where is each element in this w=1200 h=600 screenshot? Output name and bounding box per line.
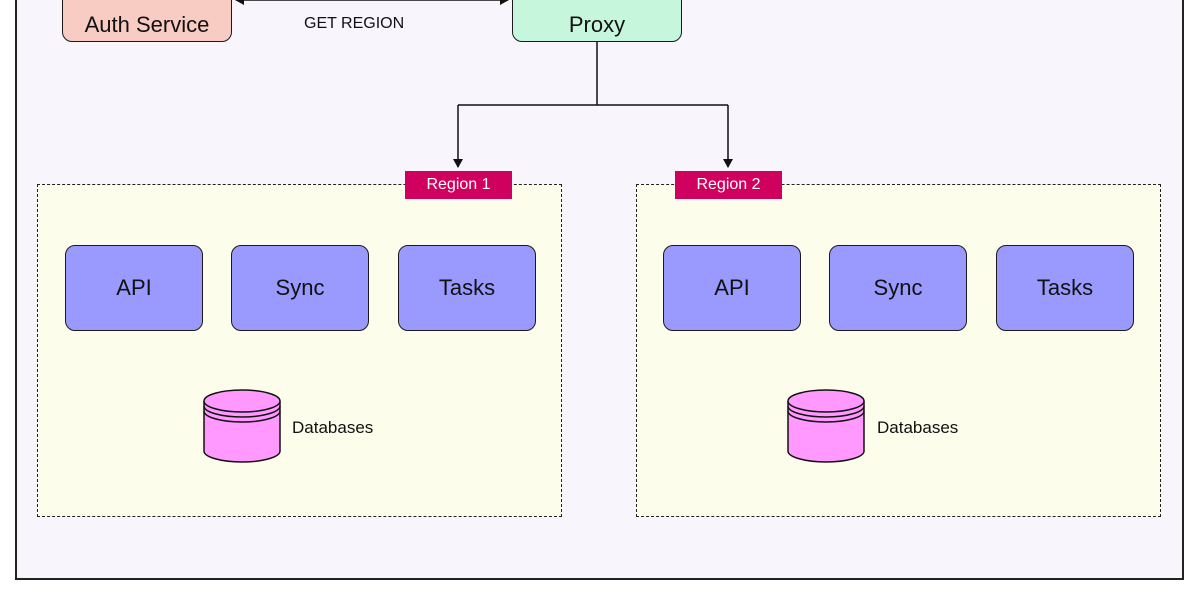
region-2-container bbox=[636, 184, 1161, 517]
region-2-label: Region 2 bbox=[696, 176, 761, 193]
region-1-tasks-node: Tasks bbox=[398, 245, 536, 331]
region-1-container bbox=[37, 184, 562, 517]
region-2-badge: Region 2 bbox=[675, 171, 782, 199]
service-label: API bbox=[116, 275, 152, 300]
service-label: Tasks bbox=[438, 275, 496, 300]
region-2-databases-label: Databases bbox=[877, 418, 959, 437]
service-label: API bbox=[714, 275, 750, 300]
region-1-databases-label: Databases bbox=[292, 418, 374, 437]
region-2-sync-node: Sync bbox=[829, 245, 967, 331]
region-1-sync-node: Sync bbox=[231, 245, 369, 331]
region-2-database-icon bbox=[787, 389, 865, 463]
proxy-label: Proxy bbox=[568, 12, 626, 37]
region-2-api-node: API bbox=[663, 245, 801, 331]
auth-service-node: Auth Service bbox=[62, 0, 232, 42]
region-1-badge: Region 1 bbox=[405, 171, 512, 199]
proxy-node: Proxy bbox=[512, 0, 682, 42]
get-region-label: GET REGION bbox=[304, 15, 405, 32]
region-1-api-node: API bbox=[65, 245, 203, 331]
region-2-tasks-node: Tasks bbox=[996, 245, 1134, 331]
service-label: Tasks bbox=[1036, 275, 1094, 300]
auth-service-label: Auth Service bbox=[84, 12, 210, 37]
region-1-database-icon bbox=[203, 389, 281, 463]
service-label: Sync bbox=[275, 275, 325, 300]
service-label: Sync bbox=[873, 275, 923, 300]
region-1-label: Region 1 bbox=[426, 176, 491, 193]
